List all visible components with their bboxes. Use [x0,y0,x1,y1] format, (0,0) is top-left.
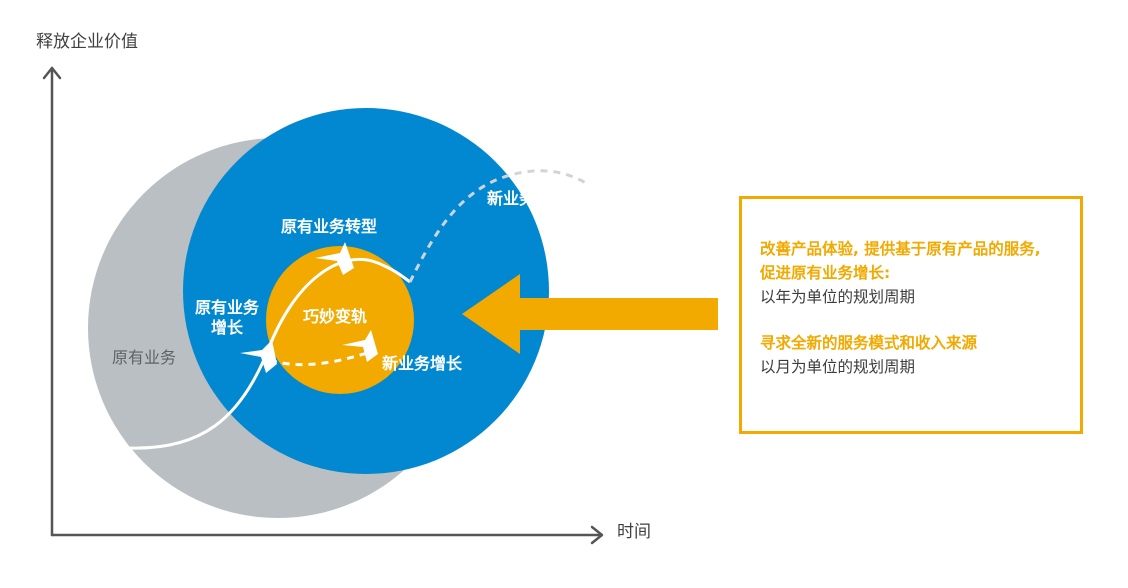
pointer-transform-icon [315,242,354,275]
info-item2-title: 寻求全新的服务模式和收入来源 [760,334,978,352]
info-item2-desc: 以月为单位的规划周期 [760,358,916,376]
y-axis-arrowhead-icon [42,66,62,80]
info-item1-desc: 以年为单位的规划周期 [760,288,916,306]
axes [42,66,604,545]
big-left-arrow-icon [462,274,718,354]
new-growth-curve [269,350,371,367]
y-axis-label: 释放企业价值 [36,32,138,52]
existing-business-label: 原有业务 [112,348,177,367]
new-growth-label: 新业务增长 [382,354,463,373]
new-business-label: 新业务 [487,189,536,208]
new-business-curve [408,169,587,283]
existing-growth-label-line2: 增长 [211,318,244,337]
pointer-new-growth-icon [342,330,378,362]
existing-growth-curve [129,257,411,450]
info-spacer [760,309,1080,331]
info-box: 改善产品体验, 提供基于原有产品的服务, 促进原有业务增长: 以年为单位的规划周… [739,196,1083,434]
core-circle [266,246,414,394]
info-item1-title-line2: 促进原有业务增长: [760,264,891,282]
existing-growth-label-line1: 原有业务 [195,298,260,317]
pointer-existing-growth-icon [240,340,277,373]
x-axis-arrowhead-icon [590,525,604,545]
x-axis-label: 时间 [617,522,651,542]
existing-growth-label: 原有业务 增长 [195,298,259,338]
core-label: 巧妙变轨 [303,307,368,326]
existing-transform-label: 原有业务转型 [281,217,378,236]
info-item1-title-line1: 改善产品体验, 提供基于原有产品的服务, [760,240,1041,258]
